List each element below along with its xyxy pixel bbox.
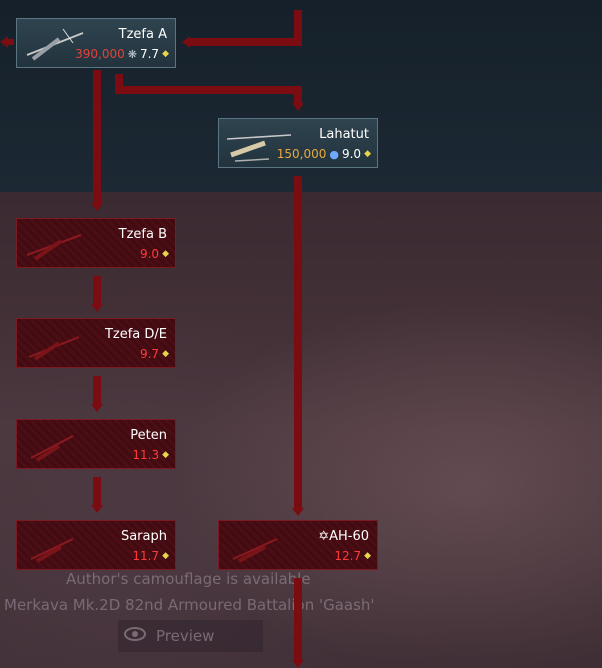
battle-rating: 9.0 [341, 147, 362, 161]
helicopter-icon [30, 538, 74, 563]
preview-button[interactable]: Preview [118, 620, 263, 652]
camouflage-available-text: Author's camouflage is available [66, 570, 311, 588]
connector-line [294, 10, 302, 46]
connector-line [115, 74, 123, 94]
research-cost: 150,000 [276, 147, 327, 161]
rank-diamond-icon: ◆ [162, 49, 169, 59]
rank-diamond-icon: ◆ [162, 551, 169, 561]
connector-arrow [292, 660, 304, 668]
connector-line [294, 86, 302, 104]
helicopter-icon [232, 538, 278, 563]
connector-arrow [91, 304, 103, 312]
connector-arrow [91, 404, 103, 412]
vehicle-name: Lahatut [319, 127, 369, 142]
connector-line [93, 70, 101, 204]
vehicle-card-tzefa-de[interactable]: Tzefa D/E 9.7 ◆ [16, 318, 176, 368]
helicopter-icon [30, 435, 74, 462]
vehicle-card-tzefa-b[interactable]: Tzefa B 9.0 ◆ [16, 218, 176, 268]
battle-rating: 9.7 [139, 347, 160, 361]
connector-line [294, 578, 302, 662]
vehicle-card-saraph[interactable]: Saraph 11.7 ◆ [16, 520, 176, 570]
rank-diamond-icon: ◆ [162, 450, 169, 460]
vehicle-card-lahatut[interactable]: Lahatut 150,000 ● 9.0 ◆ [218, 118, 378, 168]
vehicle-name: Saraph [120, 529, 167, 544]
vehicle-name: Tzefa B [118, 227, 167, 242]
helicopter-icon [28, 336, 80, 361]
connector-arrow [91, 505, 103, 513]
connector-line [294, 176, 302, 508]
rank-diamond-icon: ◆ [364, 551, 371, 561]
rank-diamond-icon: ◆ [162, 349, 169, 359]
connector-arrow [182, 36, 190, 48]
rank-diamond-icon: ◆ [162, 249, 169, 259]
connector-arrow [0, 36, 8, 48]
connector-arrow [91, 203, 103, 211]
connector-arrow [292, 103, 304, 111]
vehicle-card-peten[interactable]: Peten 11.3 ◆ [16, 419, 176, 469]
battle-rating: 11.7 [132, 549, 160, 563]
vehicle-name: Tzefa A [118, 27, 167, 42]
camouflage-name-text: Merkava Mk.2D 82nd Armoured Battalion 'G… [4, 596, 375, 614]
premium-drop-icon: ● [329, 147, 339, 161]
connector-arrow [292, 508, 304, 516]
connector-line [190, 38, 302, 46]
vehicle-name: Peten [130, 428, 167, 443]
battle-rating: 7.7 [139, 47, 160, 61]
battle-rating: 9.0 [139, 247, 160, 261]
vehicle-card-tzefa-a[interactable]: Tzefa A 390,000 ❋ 7.7 ◆ [16, 18, 176, 68]
research-cost: 390,000 [75, 47, 125, 61]
battle-rating: 11.3 [132, 448, 160, 462]
vehicle-name: ✡AH-60 [318, 529, 369, 544]
preview-label: Preview [156, 627, 215, 645]
connector-line [4, 39, 14, 45]
connector-line [93, 477, 101, 505]
connector-line [93, 276, 101, 304]
vehicle-card-ah-60[interactable]: ✡AH-60 12.7 ◆ [218, 520, 378, 570]
research-points-icon: ❋ [127, 47, 137, 61]
battle-rating: 12.7 [334, 549, 362, 563]
connector-line [93, 376, 101, 404]
helicopter-icon [26, 28, 84, 61]
rank-diamond-icon: ◆ [364, 149, 371, 159]
vehicle-name: Tzefa D/E [104, 327, 167, 342]
helicopter-icon [226, 134, 292, 162]
eye-icon [124, 626, 146, 646]
connector-line [115, 86, 302, 94]
helicopter-icon [26, 234, 82, 261]
